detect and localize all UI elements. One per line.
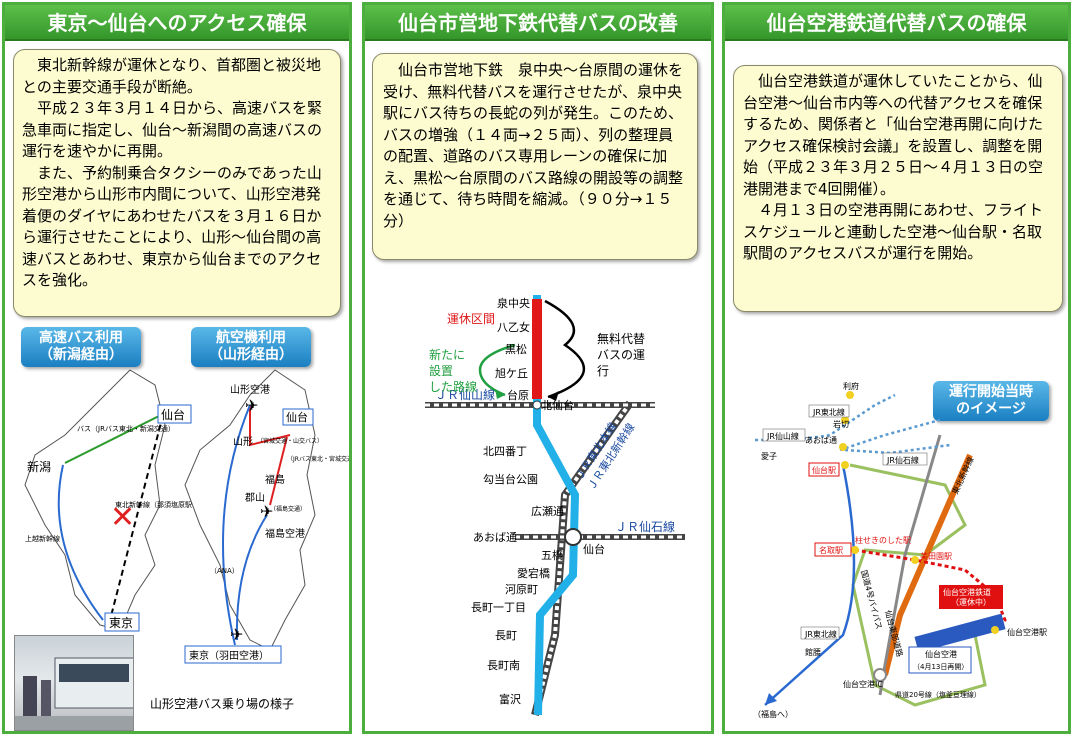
description-box: 東北新幹線が運休となり、首都圏と被災地との主要交通手段が断絶。 平成２３年３月１… [13, 49, 341, 317]
sendai-station-label: 仙台駅 [812, 465, 836, 475]
description-box: 仙台市営地下鉄 泉中央～台原間の運休を受け、無料代替バスを運行させたが、泉中央駅… [372, 53, 698, 260]
niigata-label: 新潟 [27, 459, 51, 474]
station-label: 勾当台公園 [483, 472, 538, 486]
panel-tokyo-sendai: 東京～仙台へのアクセス確保 東北新幹線が運休となり、首都圏と被災地との主要交通手… [2, 2, 352, 734]
subway-route-map: 泉中央 八乙女 黒松 旭ケ丘 台原 北仙台 北四番丁 勾当台公園 広瀬通 あおば… [425, 295, 685, 716]
yamagata-airport-label: 山形空港 [230, 383, 270, 396]
station-label: 富沢 [499, 692, 521, 706]
station-label: 黒松 [505, 342, 527, 356]
svg-text:✈: ✈ [245, 396, 258, 415]
paragraph: ４月１３日の空港再開にあわせ、フライトスケジュールと連動した空港～仙台駅・名取駅… [743, 201, 1044, 262]
paragraph: 仙台空港鉄道が運休していたことから、仙台空港～仙台市内等への代替アクセスを確保す… [743, 72, 1044, 198]
aiko-label: 愛子 [761, 451, 777, 461]
airport-access-map: 利府 JR東北線 岩切 JR仙山線 あおば通 愛子 仙台駅 JR仙石線 東北新幹… [753, 381, 1047, 719]
note-label: （JRバス東北・宮城交通・福島交通） [287, 455, 352, 463]
rifu-label: 利府 [843, 381, 859, 391]
airport-ic-label: 仙台空港IC [843, 679, 883, 689]
mitazono-label: 美田園駅 [920, 551, 952, 561]
description-box: 仙台空港鉄道が運休していたことから、仙台空港～仙台市内等への代替アクセスを確保す… [733, 65, 1063, 312]
free-bus-label: 無料代替 バスの運 行 [597, 331, 645, 378]
new-route-label: 新たに 設置 した路線 [429, 347, 477, 394]
svg-text:設置: 設置 [429, 363, 453, 378]
station-label: 八乙女 [497, 320, 530, 334]
station-label: 長町一丁目 [471, 601, 526, 614]
joetsu-label: 上越新幹線 [25, 534, 60, 543]
svg-text:無料代替: 無料代替 [597, 331, 645, 346]
airport-station-label: 仙台空港駅 [1007, 627, 1047, 637]
image-label: 運行開始当時 のイメージ [933, 381, 1049, 421]
koriyama-label: 郡山 [245, 492, 265, 504]
panel-title: 仙台空港鉄道代替バスの確保 [725, 5, 1068, 41]
photo-caption: 山形空港バス乗り場の様子 [150, 697, 295, 711]
station-label: 台原 [507, 388, 529, 402]
fukushima-dir-label: （福島へ） [753, 709, 793, 719]
airplane-label: 航空機利用 （山形経由） [191, 327, 311, 367]
tomo-station-label: 柱せきのした駅 [855, 535, 911, 545]
tokyo-label: 東京 [109, 616, 133, 630]
route4-label: 国道4号バイパス [859, 569, 884, 630]
fukushima-airport-label: 福島空港 [265, 527, 305, 540]
station-label: 五橋 [541, 548, 563, 562]
station-label: 北四番丁 [483, 445, 527, 458]
suspended-label: 運休区間 [447, 312, 495, 326]
tatekoshi-label: 館腰 [805, 647, 821, 657]
svg-text:✈: ✈ [260, 502, 273, 521]
tokyo-haneda-label: 東京（羽田空港） [189, 649, 269, 662]
jr-tohoku-label: JR東北線 [812, 407, 845, 417]
paragraph: また、予約制乗合タクシーのみであった山形空港から山形市内間について、山形空港発着… [22, 163, 322, 290]
station-label: 北仙台 [541, 398, 574, 412]
aoba-dori-label: あおば通 [805, 435, 837, 445]
airport-reopen-label: （4月13日再開） [913, 663, 968, 671]
airport-rail-status: （運休中） [951, 597, 991, 607]
iwakiri-label: 岩切 [833, 419, 849, 429]
station-label: 河原町 [505, 583, 538, 596]
paragraph: 仙台市営地下鉄 泉中央～台原間の運休を受け、無料代替バスを運行させたが、泉中央駅… [383, 61, 684, 230]
panel-title: 東京～仙台へのアクセス確保 [5, 5, 349, 41]
ana-label: （ANA） [210, 567, 239, 575]
sendai-label: 仙台 [161, 407, 185, 422]
map-bus-via-niigata: ✕ 仙台 新潟 東京 バス（JRバス東北・新潟交通） 東北新幹線（那須塩原駅以北… [24, 369, 213, 632]
jr-senseki-label: ＪＲ仙石線 [615, 519, 675, 534]
yamagata-label: 山形 [233, 436, 253, 448]
svg-text:バスの運: バスの運 [597, 348, 645, 362]
jr-senzan-label: JR仙山線 [766, 431, 799, 441]
bus-note: バス（JRバス東北・新潟交通） [77, 424, 175, 433]
svg-text:した路線: した路線 [429, 379, 477, 394]
panel-airport-bus: 仙台空港鉄道代替バスの確保 仙台空港鉄道が運休していたことから、仙台空港～仙台市… [722, 2, 1071, 734]
station-label: 泉中央 [497, 296, 530, 310]
bus-stop-photo [14, 635, 134, 731]
svg-text:新たに: 新たに [429, 347, 465, 362]
airport-rail-label: 仙台空港鉄道 [943, 587, 991, 597]
svg-text:✈: ✈ [230, 625, 243, 644]
shinkansen-note: 東北新幹線（那須塩原駅以北） [115, 500, 213, 509]
panel-subway-bus: 仙台市営地下鉄代替バスの改善 仙台市営地下鉄 泉中央～台原間の運休を受け、無料代… [362, 2, 714, 734]
map-air-via-yamagata: ✈ ✈ ✈ 山形空港 山形 仙台 福島 郡山 福島空港 （宮城交通・山交バス） … [184, 369, 352, 664]
panel-title: 仙台市営地下鉄代替バスの改善 [365, 5, 711, 41]
airport-label: 仙台空港 [925, 649, 957, 659]
route20-label: 県道20号線（塩釜亘理線） [895, 690, 981, 699]
paragraph: 平成２３年３月１４日から、高速バスを緊急車両に指定し、仙台～新潟間の高速バスの運… [22, 99, 323, 160]
station-label: 長町南 [487, 659, 520, 672]
station-label: 愛宕橋 [517, 566, 550, 580]
highway-bus-label: 高速バス利用 （新潟経由） [21, 327, 141, 367]
jr-senzan-label: ＪＲ仙山線 [435, 387, 495, 402]
paragraph: 東北新幹線が運休となり、首都圏と被災地との主要交通手段が断絶。 [22, 56, 321, 96]
station-label: 長町 [495, 629, 517, 642]
station-label: あおば通 [473, 531, 517, 544]
sendai-label: 仙台 [286, 410, 308, 424]
station-label: 旭ケ丘 [495, 366, 528, 380]
tohoku-shinkansen-label: 東北新幹線 [950, 455, 976, 495]
station-label: 広瀬通 [531, 504, 564, 518]
jr-tohoku2-label: JR東北線 [804, 629, 837, 639]
fukushima-label: 福島 [265, 473, 285, 486]
natori-station-label: 名取駅 [819, 545, 843, 555]
jr-senseki-label: JR仙石線 [886, 455, 919, 465]
svg-text:✕: ✕ [110, 500, 135, 535]
svg-text:行: 行 [597, 364, 609, 378]
note-label: （福島交通） [270, 505, 306, 513]
station-label: 仙台 [583, 542, 605, 556]
note-label: （宮城交通・山交バス） [257, 437, 323, 445]
